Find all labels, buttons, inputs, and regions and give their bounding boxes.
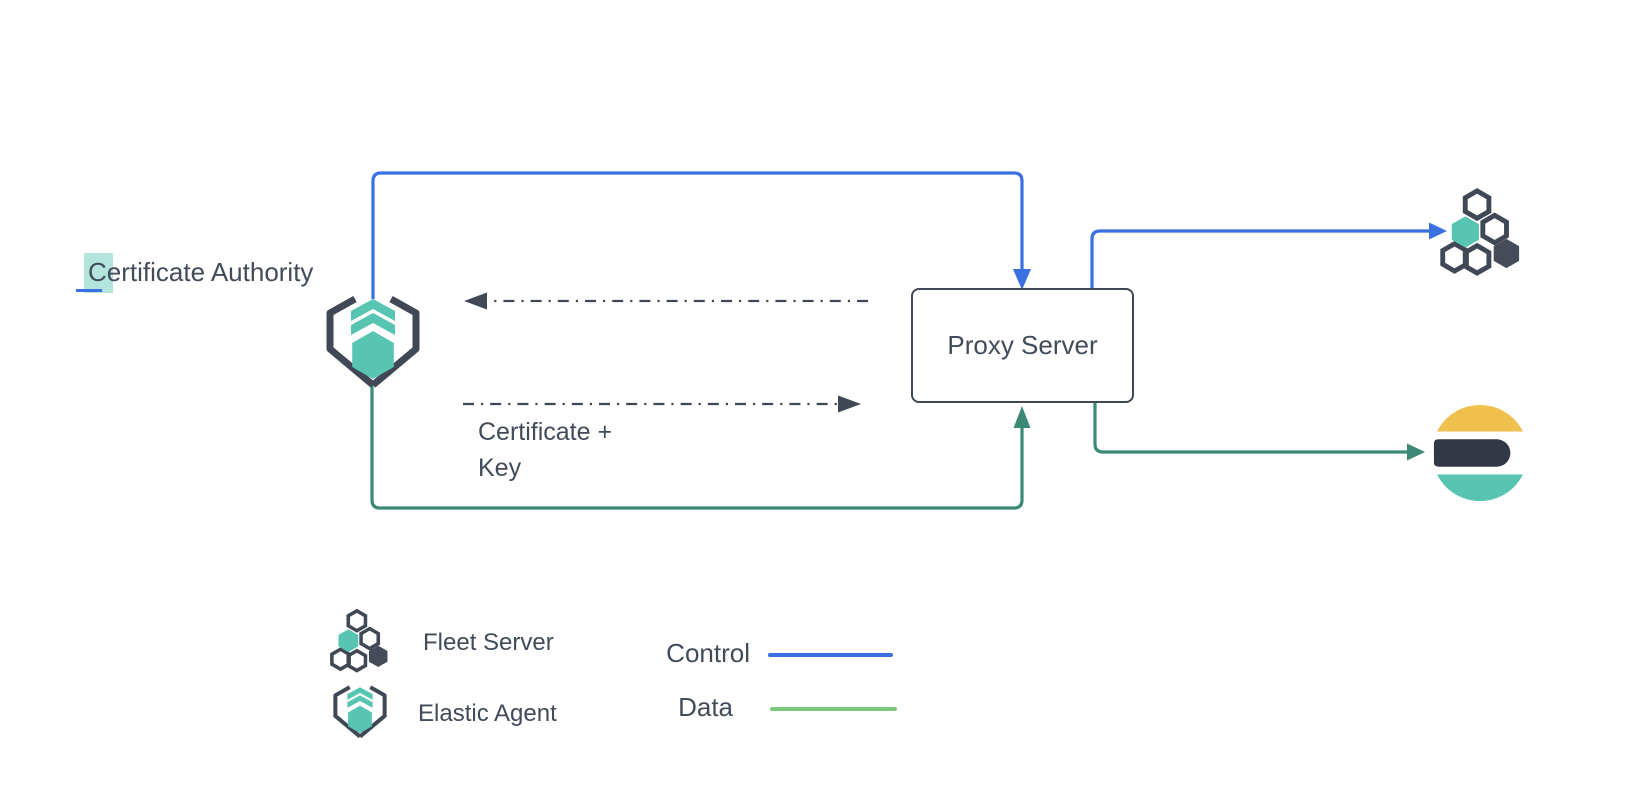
arrowhead-down-icon [1013, 269, 1031, 290]
legend-control-label: Control [666, 638, 750, 668]
certificate-edge-proxy-to-agent [464, 292, 868, 310]
elasticsearch-icon [1431, 404, 1529, 502]
data-edge-agent-to-proxy [370, 384, 1031, 510]
proxy-server-label: Proxy Server [947, 330, 1098, 360]
certificate-key-line2: Key [478, 454, 522, 482]
text-cursor-underline [76, 289, 102, 292]
arrowhead-right-icon [838, 395, 861, 413]
arrowhead-right-icon [1407, 443, 1425, 461]
control-edge-proxy-to-fleet [1090, 222, 1447, 289]
legend-data-label: Data [678, 692, 733, 722]
legend-fleet-server-label: Fleet Server [423, 629, 554, 656]
control-edge-agent-to-proxy [371, 171, 1031, 299]
arrowhead-right-icon [1429, 222, 1447, 240]
certificate-key-line1: Certificate + [478, 418, 613, 446]
arrowhead-up-icon [1013, 406, 1031, 428]
proxy-server-node: Proxy Server [911, 288, 1134, 403]
legend-elastic-agent-icon [330, 685, 390, 740]
text-selection-highlight [84, 253, 113, 293]
certificate-authority-label: Certificate Authority [88, 257, 314, 287]
legend-data-line-sample [770, 707, 897, 711]
fleet-server-icon [1436, 187, 1524, 275]
legend-control-line-sample [768, 653, 893, 657]
elastic-agent-icon [321, 295, 425, 391]
arrowhead-left-icon [464, 292, 487, 310]
data-edge-proxy-to-elasticsearch [1093, 402, 1425, 461]
legend-elastic-agent-label: Elastic Agent [418, 700, 557, 727]
certificate-edge-agent-to-proxy [463, 395, 861, 413]
certificate-key-annotation: Certificate + Key [478, 414, 612, 486]
legend-fleet-server-icon [327, 608, 391, 673]
